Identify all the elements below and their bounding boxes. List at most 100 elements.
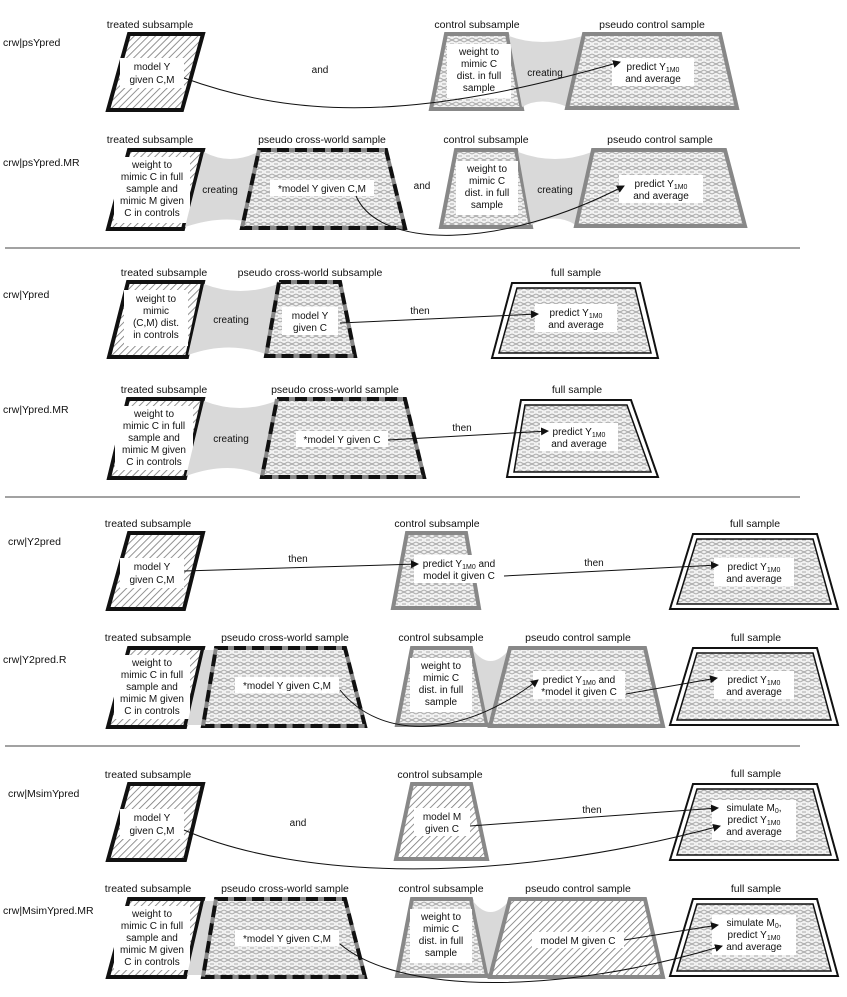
box-text: given C,M (129, 75, 174, 86)
box-text: mimic M given (120, 196, 184, 207)
connector-and: and (290, 818, 307, 829)
box-text: sample (463, 83, 496, 94)
box-text: sample and (126, 184, 178, 195)
full-sample-box-outer (668, 647, 840, 726)
box-text: C in controls (124, 957, 180, 968)
box-text: C in controls (124, 208, 180, 219)
box-text: in controls (133, 330, 179, 341)
creating-band (509, 36, 583, 107)
dash-overlay (200, 646, 368, 728)
box-text: weight to (131, 160, 172, 171)
flow-arrow (339, 943, 723, 983)
caption: treated subsample (105, 518, 192, 530)
row-label: crw|MsimYpred.MR (3, 905, 94, 917)
label-bg (540, 423, 618, 451)
connector-creating: creating (537, 185, 573, 196)
box-text: model it given C (423, 571, 495, 582)
box-text: sample (425, 697, 458, 708)
box-text: predict Y1M0​ (728, 675, 781, 687)
row-label: crw|psYpred.MR (3, 157, 80, 169)
label-bg (120, 809, 184, 839)
row-label: crw|MsimYpred (8, 788, 80, 800)
caption: pseudo cross-world sample (271, 384, 399, 396)
box-text: given C,M (129, 826, 174, 837)
creating-band (185, 152, 263, 227)
box-text: dist. in full (419, 685, 463, 696)
creating-band (187, 901, 215, 975)
caption: full sample (731, 768, 781, 780)
caption: pseudo control sample (599, 19, 705, 31)
dash-overlay (259, 397, 427, 479)
connector-creating: creating (202, 185, 238, 196)
box-text: mimic C (469, 176, 505, 187)
connector-then: then (288, 554, 307, 565)
connector-then: then (584, 558, 603, 569)
caption: control subsample (398, 632, 483, 644)
box-text: *model Y given C,M (243, 681, 331, 692)
label-bg (282, 307, 338, 335)
box-text: predict Y1M0​ (728, 815, 781, 827)
flow-arrow (339, 310, 539, 324)
caption: control subsample (397, 769, 482, 781)
label-bg (296, 431, 388, 447)
caption: full sample (551, 267, 601, 279)
connector-then: then (452, 423, 471, 434)
label-bg (714, 671, 794, 699)
caption: full sample (731, 883, 781, 895)
box-text: mimic C in full (121, 921, 183, 932)
box-text: mimic M given (120, 694, 184, 705)
label-bg (712, 915, 796, 955)
caption: pseudo control sample (525, 883, 631, 895)
caption: treated subsample (107, 134, 194, 146)
box-text: model Y (134, 62, 171, 73)
box-text: predict Y1M0​ (635, 179, 688, 191)
box-text: *model Y given C (304, 435, 381, 446)
connector-creating: creating (527, 68, 563, 79)
caption: pseudo cross-world sample (221, 883, 349, 895)
flow-arrow (339, 679, 539, 727)
creating-band (186, 401, 276, 476)
box-text: predict Y1M0​ and (423, 559, 495, 571)
caption: pseudo control sample (525, 632, 631, 644)
box-text: and average (726, 574, 782, 585)
box-text: and average (625, 74, 681, 85)
label-bg (410, 658, 472, 712)
dash-overlay (200, 897, 368, 979)
box-text: model Y (292, 311, 329, 322)
label-bg (114, 655, 190, 719)
full-sample-box-outer (668, 783, 840, 861)
box-text: sample and (126, 682, 178, 693)
connector-and: and (312, 65, 329, 76)
box-text: sample and (126, 933, 178, 944)
label-bg (532, 932, 624, 948)
box-text: dist. in full (457, 71, 501, 82)
label-bg (619, 175, 703, 203)
box-text: predict Y1M0​ and (543, 675, 615, 687)
box-text: predict Y1M0​ (553, 427, 606, 439)
box-text: and average (726, 942, 782, 953)
dash-overlay (239, 148, 408, 230)
box-text: weight to (420, 661, 461, 672)
full-sample-box-outer (668, 533, 840, 610)
label-bg (410, 909, 472, 963)
caption: treated subsample (105, 769, 192, 781)
row-label: crw|Ypred (3, 289, 49, 301)
flow-arrow (387, 427, 549, 441)
box-text: dist. in full (419, 936, 463, 947)
box-text: C in controls (124, 706, 180, 717)
box-text: predict Y1M0​ (627, 62, 680, 74)
label-bg (114, 906, 190, 970)
caption: treated subsample (107, 19, 194, 31)
box-text: sample and (128, 433, 180, 444)
box-text: model M (423, 812, 461, 823)
row-label: crw|Y2pred.R (3, 654, 67, 666)
box-text: dist. in full (465, 188, 509, 199)
caption: pseudo cross-world sample (221, 632, 349, 644)
box-text: model M given C (540, 936, 615, 947)
box-text: mimic C in full (121, 670, 183, 681)
box-text: given C (293, 323, 327, 334)
full-sample-box-outer (490, 282, 660, 359)
box-text: model Y (134, 813, 171, 824)
connector-creating: creating (213, 315, 249, 326)
box-text: C in controls (126, 457, 182, 468)
